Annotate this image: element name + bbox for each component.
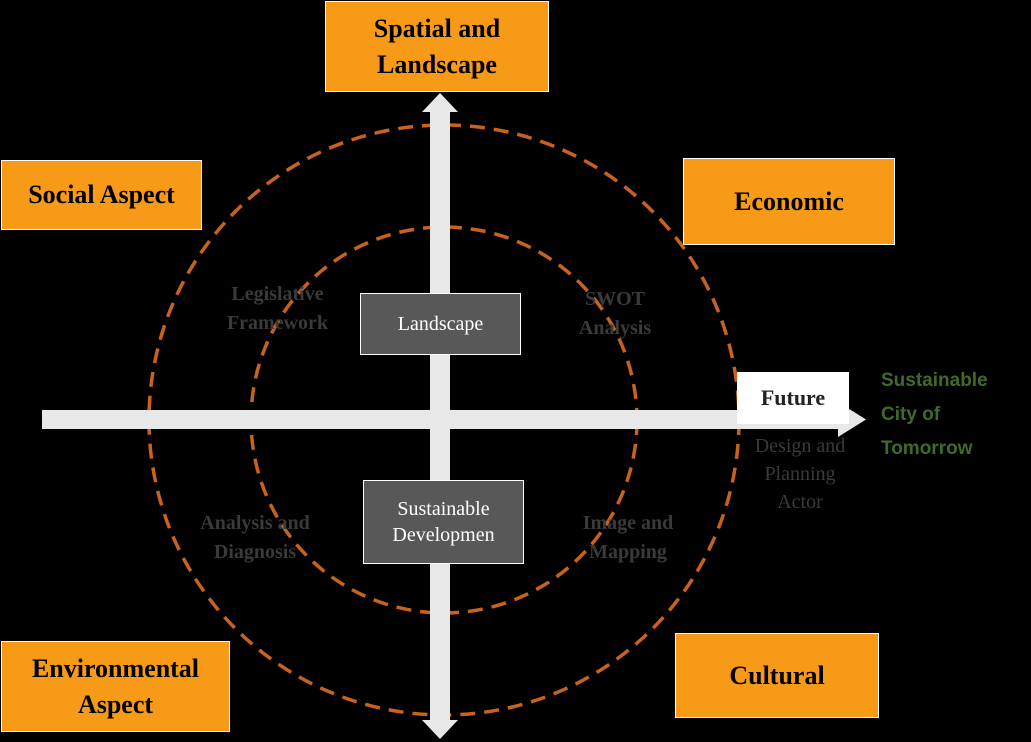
sustainable-city-label: Sustainable City of Tomorrow <box>881 370 988 459</box>
vertical-axis-shaft <box>430 108 450 724</box>
cultural-box: Cultural <box>675 633 879 718</box>
design-planning-actor-label: Design and Planning Actor <box>754 435 846 513</box>
future-label: Future <box>737 372 849 424</box>
analysis-diagnosis-label: Analysis and Diagnosis <box>200 512 310 563</box>
swot-analysis-label: SWOT Analysis <box>578 288 652 339</box>
legislative-framework-label: Legislative Framework <box>226 283 329 334</box>
spatial-landscape-box: Spatial and Landscape <box>325 1 549 92</box>
down-arrowhead <box>422 720 458 739</box>
economic-box: Economic <box>683 158 895 245</box>
sustainable-development-core-box: Sustainable Developmen <box>363 480 524 564</box>
social-aspect-box: Social Aspect <box>1 160 202 230</box>
landscape-core-box: Landscape <box>360 293 521 355</box>
up-arrowhead <box>422 93 458 112</box>
image-mapping-label: Image and Mapping <box>582 512 674 563</box>
environmental-aspect-box: Environmental Aspect <box>1 641 230 732</box>
